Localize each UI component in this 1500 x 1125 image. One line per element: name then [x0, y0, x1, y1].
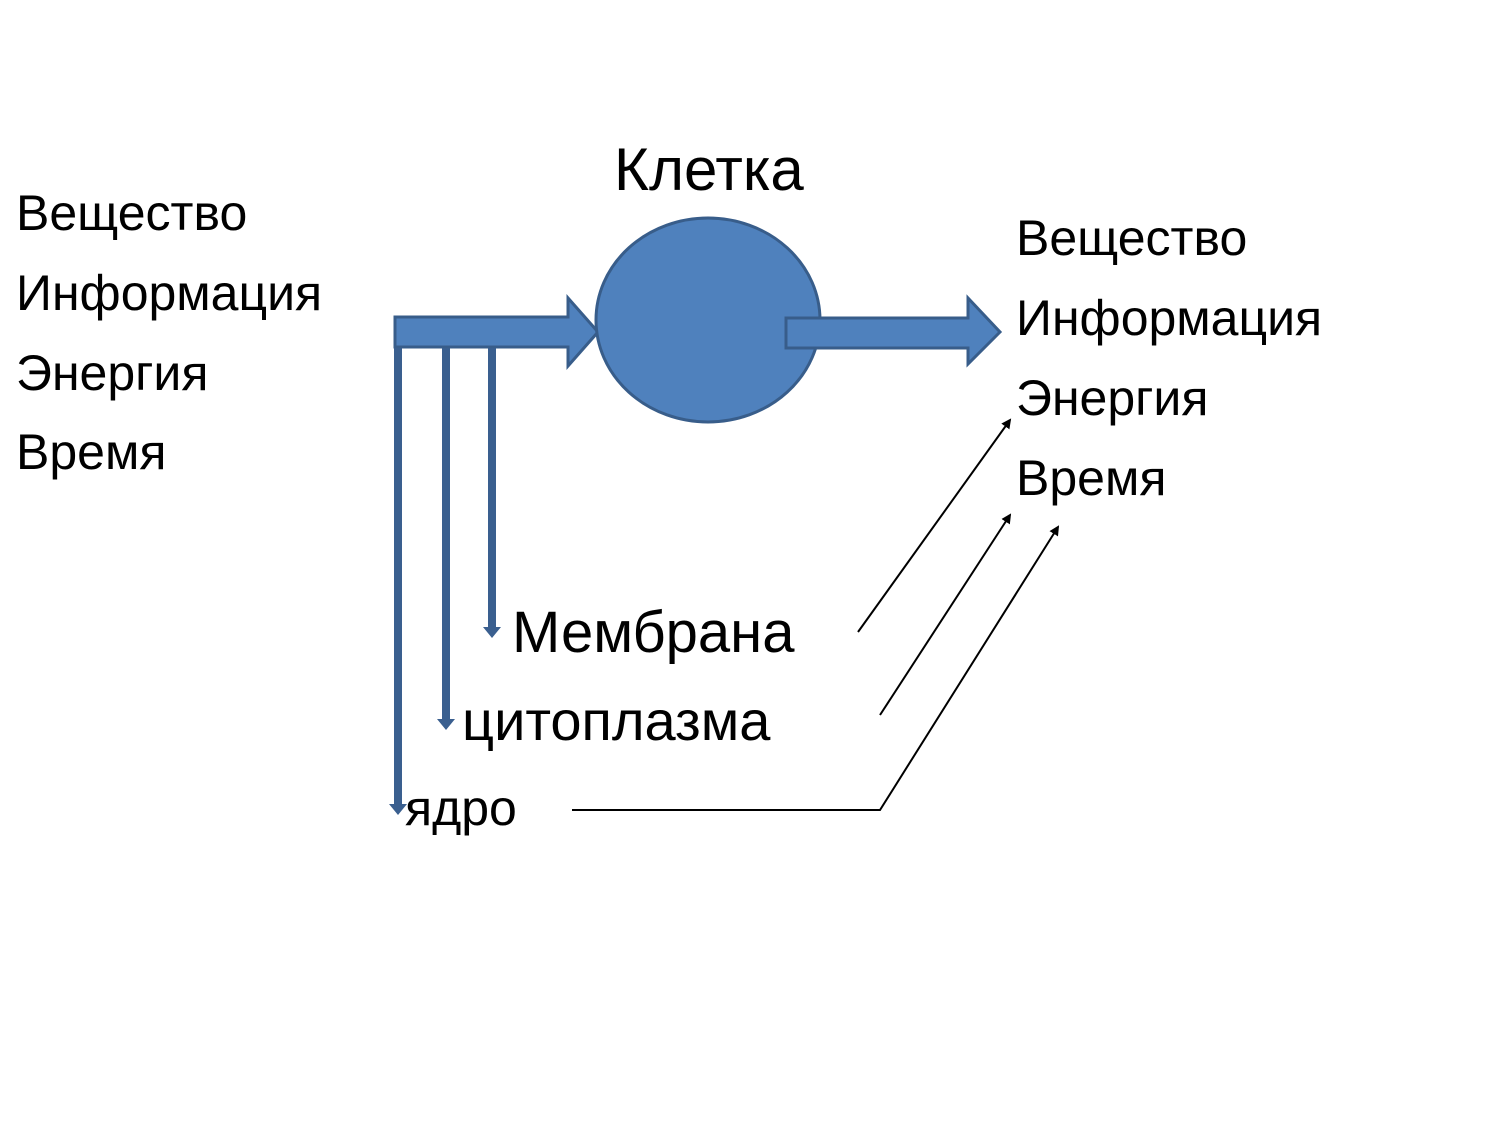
- connector-membrane: [857, 418, 1012, 633]
- input-energy: Энергия: [16, 345, 208, 401]
- connector-cytoplasm: [879, 513, 1012, 716]
- output-list: Вещество Информация Энергия Время: [1016, 210, 1322, 506]
- output-energy: Энергия: [1016, 370, 1208, 426]
- branch-arrow-membrane: [483, 348, 501, 638]
- input-substance: Вещество: [16, 185, 247, 241]
- branch-arrows: [389, 348, 501, 815]
- cell-title: Клетка: [614, 136, 804, 203]
- connector-nucleus: [572, 525, 1060, 811]
- output-information: Информация: [1016, 290, 1322, 346]
- branch-arrow-nucleus: [389, 348, 407, 815]
- component-membrane: Мембрана: [512, 600, 795, 665]
- component-cytoplasm: цитоплазма: [462, 689, 771, 752]
- branch-arrow-cytoplasm: [437, 348, 455, 730]
- output-substance: Вещество: [1016, 210, 1247, 266]
- input-time: Время: [16, 424, 166, 480]
- input-block-arrow: [393, 294, 601, 370]
- connectors: [572, 418, 1060, 811]
- output-time: Время: [1016, 450, 1166, 506]
- input-list: Вещество Информация Энергия Время: [16, 185, 322, 480]
- component-nucleus: ядро: [405, 780, 517, 836]
- input-information: Информация: [16, 265, 322, 321]
- output-block-arrow: [784, 294, 1003, 368]
